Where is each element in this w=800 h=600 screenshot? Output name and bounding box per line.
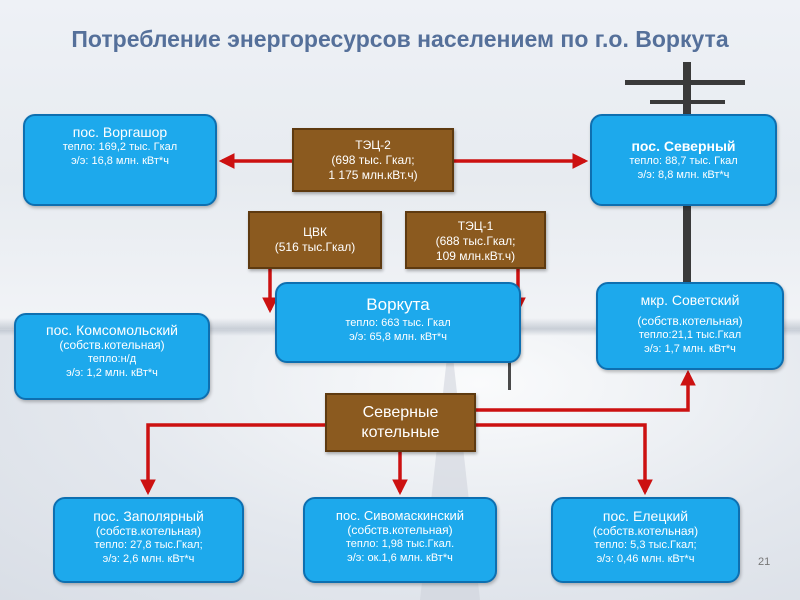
source-cvk: ЦВК (516 тыс.Гкал): [248, 211, 382, 269]
utility-pole-crossbar: [650, 100, 725, 104]
consumer-sovetsky: мкр. Советский (собств.котельная) тепло:…: [596, 282, 784, 370]
source-tec1-name: ТЭЦ-1: [457, 219, 494, 233]
consumer-yeletsky-power: э/э: 0,46 млн. кВт*ч: [596, 553, 695, 565]
consumer-sivomaskinsky-name: пос. Сивомаскинский: [335, 508, 465, 523]
consumer-sivomaskinsky-note: (собств.котельная): [347, 523, 453, 537]
consumer-yeletsky: пос. Елецкий (собств.котельная) тепло: 5…: [551, 497, 740, 583]
consumer-severny-name: пос. Северный: [631, 138, 736, 154]
consumer-vorkuta-power: э/э: 65,8 млн. кВт*ч: [349, 331, 447, 343]
source-northern-boilers: Северные котельные: [325, 393, 476, 452]
consumer-sivomaskinsky: пос. Сивомаскинский (собств.котельная) т…: [303, 497, 497, 583]
consumer-yeletsky-heat: тепло: 5,3 тыс.Гкал;: [594, 539, 697, 551]
consumer-sovetsky-heat: тепло:21,1 тыс.Гкал: [638, 329, 742, 341]
consumer-komsomolsky-note: (собств.котельная): [59, 338, 165, 352]
utility-pole-crossbar: [625, 80, 745, 85]
consumer-vorgashor-power: э/э: 16,8 млн. кВт*ч: [71, 155, 169, 167]
consumer-severny: пос. Северный тепло: 88,7 тыс. Гкал э/э:…: [590, 114, 777, 206]
source-tec2-heat: (698 тыс. Гкал;: [331, 153, 415, 167]
source-cvk-heat: (516 тыс.Гкал): [274, 240, 356, 254]
consumer-severny-heat: тепло: 88,7 тыс. Гкал: [629, 155, 738, 167]
consumer-vorgashor: пос. Воргашор тепло: 169,2 тыс. Гкал э/э…: [23, 114, 217, 206]
consumer-komsomolsky: пос. Комсомольский (собств.котельная) те…: [14, 313, 210, 400]
consumer-komsomolsky-power: э/э: 1,2 млн. кВт*ч: [66, 367, 158, 379]
source-tec1: ТЭЦ-1 (688 тыс.Гкал; 109 млн.кВт.ч): [405, 211, 546, 269]
consumer-yeletsky-note: (собств.котельная): [592, 524, 699, 538]
consumer-vorkuta-heat: тепло: 663 тыс. Гкал: [345, 317, 451, 329]
consumer-sivomaskinsky-heat: тепло: 1,98 тыс.Гкал.: [345, 538, 455, 550]
consumer-severny-power: э/э: 8,8 млн. кВт*ч: [637, 169, 730, 181]
consumer-vorkuta-name: Воркута: [366, 295, 430, 314]
consumer-vorgashor-heat: тепло: 169,2 тыс. Гкал: [62, 141, 178, 153]
consumer-sovetsky-note: (собств.котельная): [637, 314, 743, 328]
source-tec2-name: ТЭЦ-2: [355, 138, 391, 152]
consumer-zapolyarny-name: пос. Заполярный: [93, 508, 204, 524]
arrow-boilers-yeletsky: [476, 423, 653, 496]
source-tec1-heat: (688 тыс.Гкал;: [435, 234, 516, 248]
consumer-sovetsky-name: мкр. Советский: [640, 292, 740, 308]
consumer-vorgashor-name: пос. Воргашор: [72, 124, 168, 140]
source-tec2-power: 1 175 млн.кВт.ч): [328, 168, 418, 182]
consumer-komsomolsky-name: пос. Комсомольский: [46, 322, 178, 338]
source-cvk-name: ЦВК: [303, 225, 327, 239]
source-northern-boilers-line2: котельные: [361, 424, 440, 441]
source-tec1-power: 109 млн.кВт.ч): [435, 249, 516, 263]
consumer-zapolyarny-power: э/э: 2,6 млн. кВт*ч: [102, 553, 195, 565]
source-northern-boilers-line1: Северные: [362, 404, 439, 421]
consumer-vorkuta: Воркута тепло: 663 тыс. Гкал э/э: 65,8 м…: [275, 282, 521, 363]
consumer-sivomaskinsky-power: э/э: ок.1,6 млн. кВт*ч: [347, 552, 453, 564]
consumer-sovetsky-power: э/э: 1,7 млн. кВт*ч: [644, 343, 736, 355]
slide-title: Потребление энергоресурсов населением по…: [71, 26, 729, 52]
source-tec2: ТЭЦ-2 (698 тыс. Гкал; 1 175 млн.кВт.ч): [292, 128, 454, 192]
page-number: 21: [758, 556, 771, 568]
consumer-yeletsky-name: пос. Елецкий: [602, 508, 689, 524]
arrow-boilers-zapolyarny: [140, 423, 325, 496]
consumer-zapolyarny-heat: тепло: 27,8 тыс.Гкал;: [94, 539, 203, 551]
consumer-zapolyarny: пос. Заполярный (собств.котельная) тепло…: [53, 497, 244, 583]
arrow-boilers-sovetsky: [476, 369, 696, 412]
consumer-komsomolsky-heat: тепло:н/д: [87, 353, 137, 365]
consumer-zapolyarny-note: (собств.котельная): [95, 524, 202, 538]
